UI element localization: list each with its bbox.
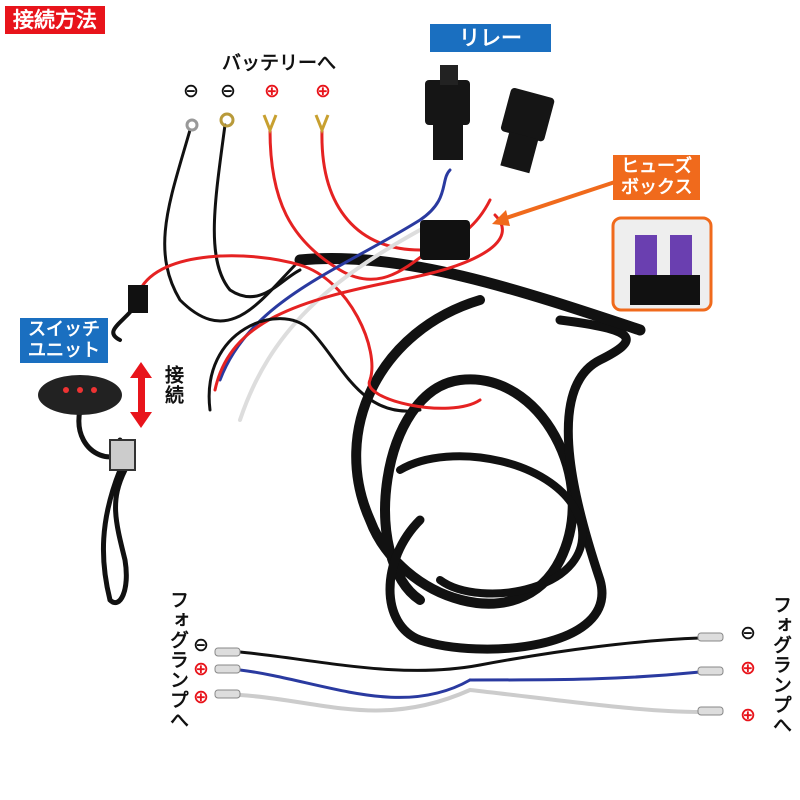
switch-connector: [128, 285, 148, 313]
battery-wire-black: [163, 128, 302, 323]
battery-wire-red: [320, 128, 492, 252]
fuse-box-label-line1: ヒューズ: [621, 156, 693, 177]
fork-terminal: [314, 114, 330, 135]
fuse-box-label: ヒューズ ボックス: [613, 155, 701, 201]
switch-unit: [38, 375, 122, 415]
connect-label: 接続: [162, 365, 184, 405]
fog-right-terminal-neg: ⊖: [740, 622, 756, 644]
fuse-box-inset: [611, 216, 713, 312]
harness-main: [294, 252, 646, 336]
fog-wire-white: [468, 688, 702, 714]
battery-terminal-neg: ⊖: [220, 80, 236, 102]
ring-terminal: [185, 118, 199, 132]
battery-wire-black: [212, 123, 302, 299]
fog-left-terminal-neg: ⊖: [193, 634, 209, 656]
harness-loop: [351, 295, 578, 609]
battery-label: バッテリーへ: [222, 52, 337, 74]
wire-white: [238, 228, 422, 422]
fog-right-label: フォグランプへ: [770, 595, 792, 735]
fog-left-terminal-pos: ⊕: [193, 658, 209, 680]
fog-wire-white: [238, 688, 472, 713]
harness-loop: [385, 315, 631, 654]
fog-wire-black: [238, 650, 482, 672]
switch-unit-label-line1: スイッチ: [28, 319, 100, 340]
relay-label: リレー: [430, 24, 551, 53]
switch-unit-label-line2: ユニット: [28, 339, 100, 361]
title-label: 接続方法: [5, 6, 105, 35]
battery-terminal-neg: ⊖: [183, 80, 199, 102]
fog-wire-blue: [468, 670, 702, 682]
fog-left-label: フォグランプへ: [167, 590, 189, 730]
fog-wire-black: [478, 636, 702, 667]
relay-1: [425, 65, 470, 160]
wire-black: [207, 317, 422, 413]
fuse-holder: [420, 220, 470, 260]
fuse-box-label-line2: ボックス: [621, 176, 693, 198]
wire-red: [213, 213, 504, 392]
fuse-pointer-arrow: [498, 180, 617, 222]
wire-red: [138, 254, 482, 410]
switch-cable: [76, 407, 129, 605]
fog-left-terminal-pos: ⊕: [193, 686, 209, 708]
fog-wire-blue: [238, 668, 472, 699]
switch-plug: [109, 439, 136, 471]
battery-terminal-pos: ⊕: [264, 80, 280, 102]
battery-terminal-pos: ⊕: [315, 80, 331, 102]
fog-right-terminal-pos: ⊕: [740, 657, 756, 679]
switch-unit-label: スイッチ ユニット: [20, 318, 108, 364]
ring-terminal: [219, 112, 235, 128]
harness-loop: [396, 452, 587, 598]
fog-right-terminal-pos: ⊕: [740, 704, 756, 726]
relay-2: [500, 87, 555, 174]
fork-terminal: [262, 114, 278, 135]
connect-arrow: [130, 362, 152, 428]
